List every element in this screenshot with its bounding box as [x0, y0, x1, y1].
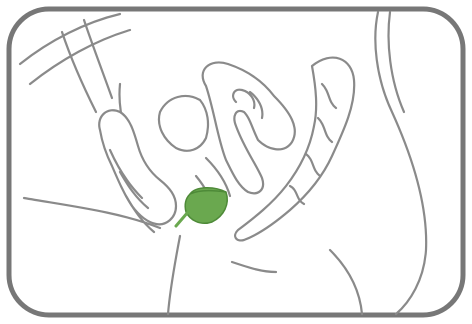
back-contour-inner [389, 12, 404, 112]
wrist [62, 20, 112, 112]
back-contour [375, 12, 426, 314]
uterus [203, 62, 295, 193]
menstrual-cup [176, 188, 227, 226]
cup-stem [176, 212, 188, 226]
bladder [159, 96, 208, 151]
buttock-curve [330, 250, 362, 314]
thigh-contour-2 [168, 236, 180, 314]
buttock-lower [232, 262, 276, 272]
